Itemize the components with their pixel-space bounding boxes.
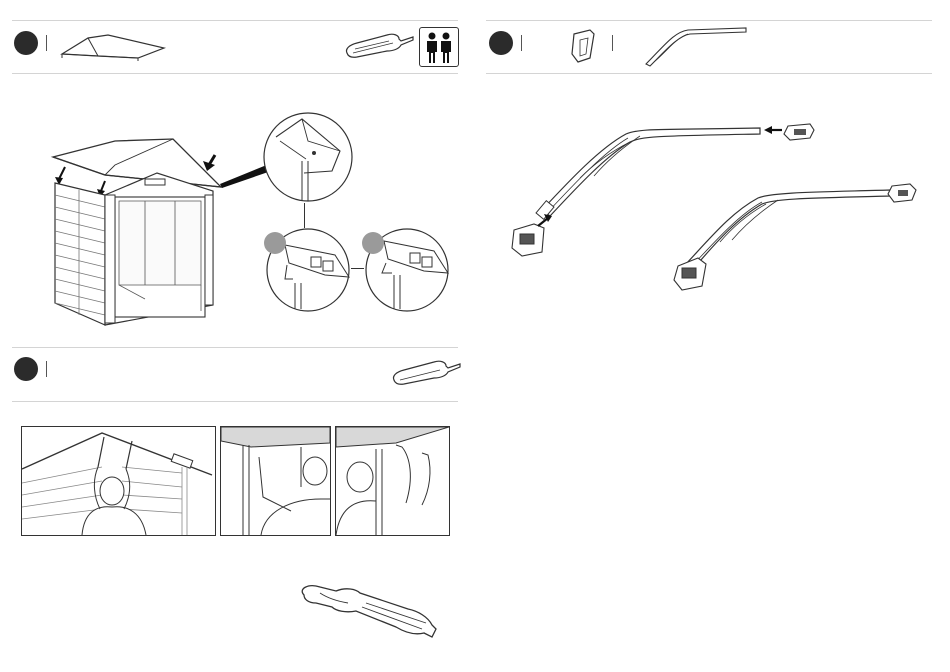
step-c-header-divider [12, 401, 458, 402]
shed-roof-illustration [45, 135, 230, 330]
step-badge-b [489, 31, 513, 55]
step-a-header-divider [12, 73, 458, 74]
detail-connector-line [351, 268, 364, 269]
illustration-panel-1 [21, 426, 216, 536]
screwdriver-icon [296, 581, 442, 641]
step-separator [46, 361, 47, 377]
zoom-connector-line [304, 203, 305, 228]
step-c-top-divider [12, 347, 458, 348]
step-badge-a [14, 31, 38, 55]
illustration-panel-3 [335, 426, 450, 536]
roof-panel-icon [58, 32, 168, 62]
screwdriver-icon [390, 358, 462, 388]
step-separator [521, 35, 522, 51]
step-separator [612, 35, 613, 51]
roof-beam-assembly-2 [672, 182, 922, 292]
two-people-icon [419, 27, 459, 67]
step-badge-c [14, 357, 38, 381]
step-separator [46, 35, 47, 51]
top-left-divider [12, 20, 458, 21]
step-b-header-divider [486, 73, 932, 74]
gable-bracket-icon [570, 28, 596, 64]
roof-beam-icon [644, 26, 748, 68]
zoom-detail-circle [262, 111, 354, 203]
sub-step-dot-left [264, 232, 286, 254]
sub-step-dot-right [362, 232, 384, 254]
illustration-panel-2 [220, 426, 331, 536]
top-right-divider [486, 20, 932, 21]
screwdriver-icon [343, 31, 415, 61]
